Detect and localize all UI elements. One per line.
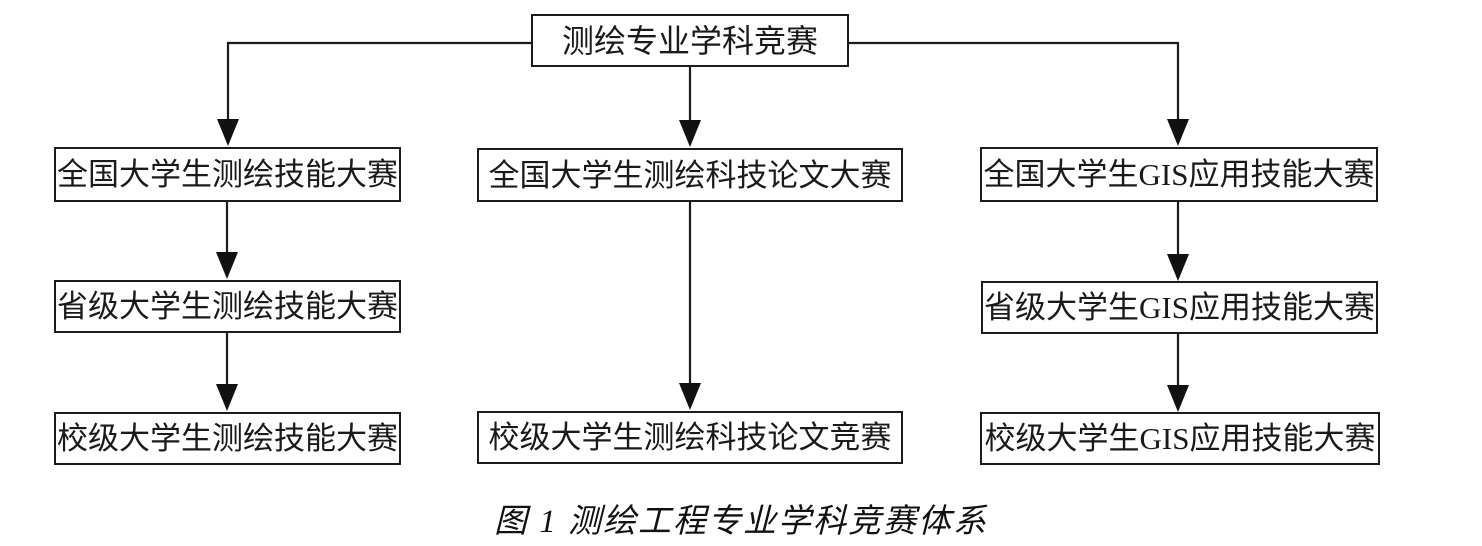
node-school-gis-skills-contest: 校级大学生GIS应用技能大赛: [980, 412, 1380, 465]
node-school-surveying-skills-contest: 校级大学生测绘技能大赛: [54, 412, 401, 465]
connector-left-1-to-2: [216, 202, 238, 279]
arrowhead-icon: [1167, 119, 1189, 146]
connector-middle-1-to-2: [679, 202, 701, 410]
arrowhead-icon: [216, 384, 238, 411]
connector-line: [226, 41, 531, 121]
node-school-surveying-paper-contest: 校级大学生测绘科技论文竞赛: [477, 411, 903, 464]
node-national-gis-skills-contest: 全国大学生GIS应用技能大赛: [980, 147, 1378, 202]
arrowhead-icon: [1167, 254, 1189, 281]
connector-root-to-right: [848, 41, 1189, 146]
connector-left-2-to-3: [216, 333, 238, 411]
arrowhead-icon: [217, 119, 239, 146]
connector-root-to-left: [217, 41, 531, 146]
node-national-surveying-skills-contest: 全国大学生测绘技能大赛: [54, 147, 401, 202]
node-root-discipline-competition: 测绘专业学科竞赛: [531, 14, 849, 67]
node-provincial-surveying-skills-contest: 省级大学生测绘技能大赛: [54, 280, 401, 333]
arrowhead-icon: [679, 120, 701, 147]
arrowhead-icon: [216, 252, 238, 279]
node-provincial-gis-skills-contest: 省级大学生GIS应用技能大赛: [981, 281, 1378, 334]
connector-line: [848, 41, 1180, 121]
connector-right-2-to-3: [1167, 334, 1189, 412]
figure-caption: 图 1 测绘工程专业学科竞赛体系: [494, 504, 988, 540]
node-national-surveying-paper-contest: 全国大学生测绘科技论文大赛: [477, 148, 903, 202]
connector-root-to-middle: [679, 67, 701, 147]
connector-right-1-to-2: [1167, 202, 1189, 281]
arrowhead-icon: [679, 383, 701, 410]
arrowhead-icon: [1167, 385, 1189, 412]
